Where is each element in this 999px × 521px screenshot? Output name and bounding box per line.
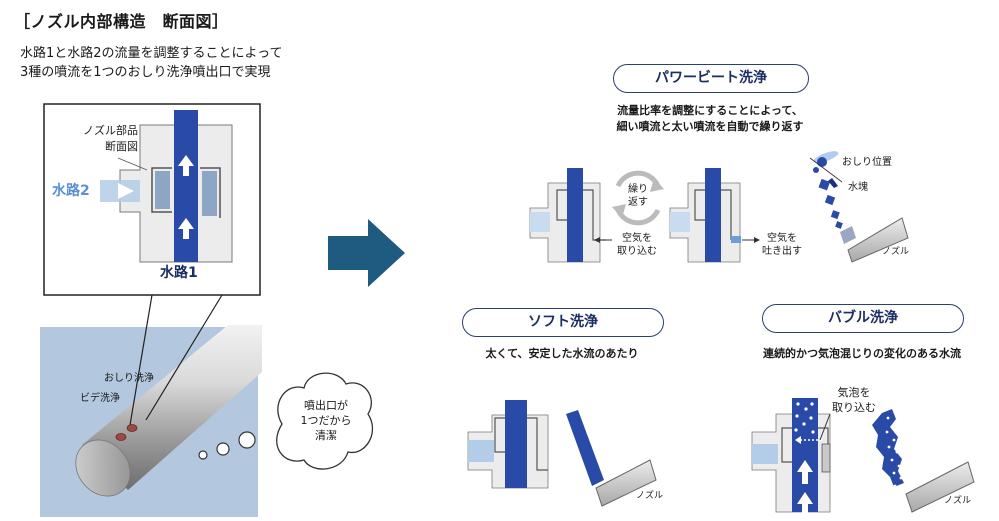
page-title: ［ノズル内部構造 断面図］ (14, 12, 229, 31)
bubble-jet-illustration (872, 409, 975, 513)
oshiri-outlet (126, 424, 138, 432)
nozzle-parts-label: ノズル部品 断面図 (83, 124, 138, 153)
nozzle-cross-section-large (100, 110, 233, 263)
bubble-nozzle-label: ノズル (944, 496, 972, 506)
bubble-in-label: 気泡を 取り込む (832, 386, 876, 414)
soft-title: ソフト洗浄 (462, 308, 664, 337)
bidet-outlet (115, 433, 127, 441)
power-beat-jet-illustration (809, 151, 909, 263)
power-beat-section-air-in (529, 168, 612, 263)
power-beat-section-air-out (669, 168, 760, 263)
bubble-section-illustration (751, 398, 831, 514)
soft-section-illustration (467, 400, 549, 489)
thought-bubble-text: 噴出口が 1つだから 清潔 (300, 399, 352, 442)
air-out-label: 空気を 吐き出す (762, 233, 802, 257)
bubble-title: バブル洗浄 (762, 304, 964, 333)
soft-description: 太くて、安定した水流のあたり (485, 347, 639, 360)
soft-jet-illustration (566, 410, 657, 507)
water-path-2-label: 水路2 (52, 183, 90, 199)
bubble-description: 連続的かつ気泡混じりの変化のある水流 (763, 347, 961, 360)
intro-line-1: 水路1と水路2の流量を調整することによって (20, 46, 283, 61)
nozzle-rod-illustration (75, 325, 262, 497)
thought-bubble (198, 372, 374, 470)
water-path-1-label: 水路1 (160, 265, 198, 281)
intro-line-2: 3種の噴流を1つのおしり洗浄噴出口で実現 (20, 65, 271, 80)
bidet-outlet-label: ビデ洗浄 (80, 393, 120, 404)
oshiri-outlet-label: おしり洗浄 (104, 373, 154, 384)
oshiri-position-label: おしり位置 (842, 157, 892, 168)
flow-right-arrow (328, 219, 405, 287)
power-beat-title: パワービート洗浄 (613, 64, 809, 93)
repeat-cycle-arrows (612, 170, 664, 226)
intro-text: 水路1と水路2の流量を調整することによって 3種の噴流を1つのおしり洗浄噴出口で… (20, 44, 283, 82)
air-in-label: 空気を 取り込む (617, 233, 657, 257)
power-beat-description: 流量比率を調整にすることによって、 細い噴流と太い噴流を自動で繰り返す (616, 104, 804, 133)
soft-nozzle-label: ノズル (636, 491, 664, 501)
water-mass-label: 水塊 (848, 182, 868, 193)
repeat-label: 繰り 返す (628, 184, 648, 208)
power-beat-nozzle-label: ノズル (882, 247, 910, 257)
